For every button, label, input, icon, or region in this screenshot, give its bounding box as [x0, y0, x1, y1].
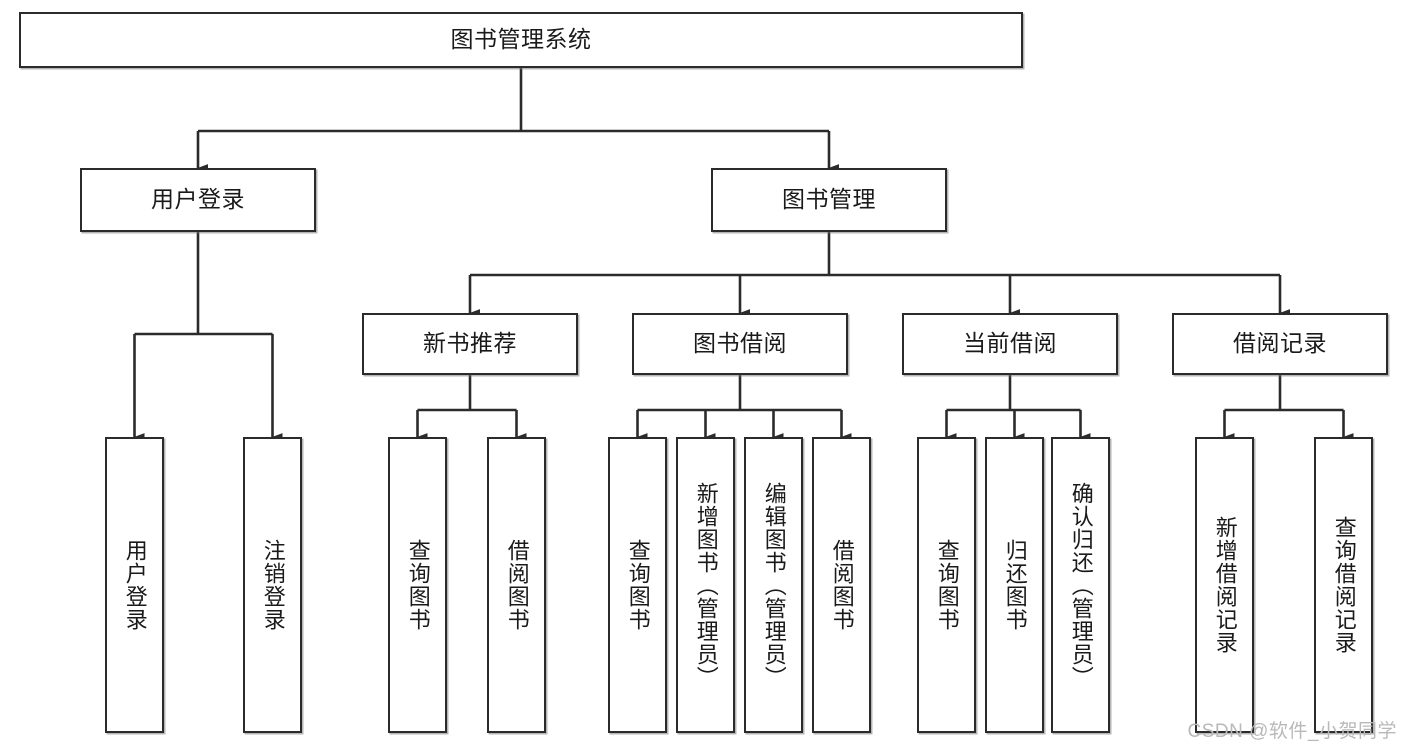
node-label: 用户登录: [151, 186, 245, 213]
node-b-add[interactable]: 新增图书（管理员）: [676, 437, 735, 733]
node-label: 借阅图书: [504, 539, 530, 631]
node-label: 图书借阅: [693, 330, 787, 357]
node-records[interactable]: 借阅记录: [1172, 313, 1388, 375]
node-b-edit[interactable]: 编辑图书（管理员）: [744, 437, 803, 733]
node-label: 查询图书: [405, 539, 431, 631]
node-r-add[interactable]: 新增借阅记录: [1195, 437, 1254, 733]
node-label: 查询借阅记录: [1331, 516, 1357, 654]
node-l-logout[interactable]: 注销登录: [243, 437, 302, 733]
node-label: 借阅记录: [1233, 330, 1327, 357]
node-label: 新书推荐: [423, 330, 517, 357]
node-label: 查询图书: [625, 539, 651, 631]
node-label: 查询图书: [934, 539, 960, 631]
node-c-query[interactable]: 查询图书: [917, 437, 976, 733]
node-c-return[interactable]: 归还图书: [985, 437, 1044, 733]
node-label: 编辑图书（管理员）: [761, 481, 787, 689]
node-r-query[interactable]: 查询借阅记录: [1314, 437, 1373, 733]
node-label: 图书管理: [782, 186, 876, 213]
node-label: 注销登录: [260, 539, 286, 631]
node-b-borrow[interactable]: 借阅图书: [812, 437, 871, 733]
node-label: 确认归还（管理员）: [1068, 481, 1094, 689]
node-label: 用户登录: [122, 539, 148, 631]
node-label: 新增借阅记录: [1212, 516, 1238, 654]
node-borrow[interactable]: 图书借阅: [632, 313, 848, 375]
node-root[interactable]: 图书管理系统: [19, 12, 1023, 68]
node-l-login[interactable]: 用户登录: [105, 437, 164, 733]
node-label: 新增图书（管理员）: [693, 481, 719, 689]
node-b-query[interactable]: 查询图书: [608, 437, 667, 733]
node-login[interactable]: 用户登录: [80, 168, 316, 232]
csdn-watermark: CSDN @软件_小贺同学: [1187, 721, 1397, 742]
node-label: 借阅图书: [829, 539, 855, 631]
node-c-confirm[interactable]: 确认归还（管理员）: [1051, 437, 1110, 733]
node-label: 归还图书: [1002, 539, 1028, 631]
node-bookmgmt[interactable]: 图书管理: [711, 168, 947, 232]
node-n-borrow[interactable]: 借阅图书: [487, 437, 546, 733]
node-current[interactable]: 当前借阅: [902, 313, 1118, 375]
node-newbook[interactable]: 新书推荐: [362, 313, 578, 375]
node-label: 图书管理系统: [450, 26, 592, 53]
node-label: 当前借阅: [963, 330, 1057, 357]
node-n-query[interactable]: 查询图书: [388, 437, 447, 733]
